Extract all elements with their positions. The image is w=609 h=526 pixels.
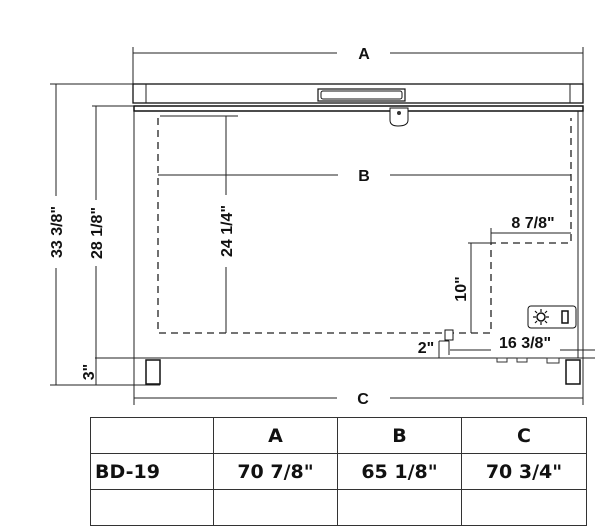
model-cell: BD-19	[90, 453, 214, 490]
dimension-overall-height: 33 3/8"	[49, 83, 160, 386]
dimension-step-height: 10"	[453, 242, 491, 333]
svg-text:16 3/8": 16 3/8"	[499, 335, 551, 352]
freezer-dimension-drawing: A B 24	[49, 46, 595, 408]
dimension-drain: 2" 16 3/8"	[418, 329, 595, 358]
lock-icon	[389, 107, 409, 127]
dimension-c-label: C	[357, 391, 369, 408]
sun-icon	[533, 309, 549, 325]
drain-icon	[444, 329, 454, 341]
header-c: C	[461, 417, 587, 454]
freezer-body	[95, 111, 595, 405]
svg-text:28 1/8": 28 1/8"	[89, 207, 106, 259]
dimension-a-label: A	[358, 46, 370, 63]
dimension-caster-height: 3"	[81, 364, 98, 380]
dimension-b-label: B	[358, 168, 370, 185]
svg-text:2": 2"	[418, 340, 434, 357]
svg-text:8 7/8": 8 7/8"	[511, 215, 554, 232]
dimension-table: A B C BD-19 70 7/8" 65 1/8" 70 3/4"	[90, 417, 587, 526]
svg-text:33 3/8": 33 3/8"	[49, 206, 66, 258]
table-header-row: A B C	[90, 417, 587, 454]
dimension-body-height: 28 1/8"	[89, 105, 134, 385]
freezer-lid	[132, 83, 584, 127]
dimension-c: C	[134, 391, 583, 408]
header-b: B	[337, 417, 462, 454]
dimension-a: A	[132, 46, 584, 84]
svg-text:10": 10"	[453, 276, 470, 301]
caster-right	[565, 359, 581, 385]
switch-icon	[561, 310, 569, 324]
table-row: BD-19 70 7/8" 65 1/8" 70 3/4"	[90, 453, 587, 490]
interior-outline	[157, 118, 572, 334]
caster-left	[145, 359, 161, 385]
dimension-b: B	[158, 168, 571, 185]
dimension-interior-depth: 24 1/4"	[160, 115, 238, 333]
svg-text:24 1/4": 24 1/4"	[219, 205, 236, 257]
dimension-step-width: 8 7/8"	[490, 215, 571, 243]
header-a: A	[213, 417, 338, 454]
